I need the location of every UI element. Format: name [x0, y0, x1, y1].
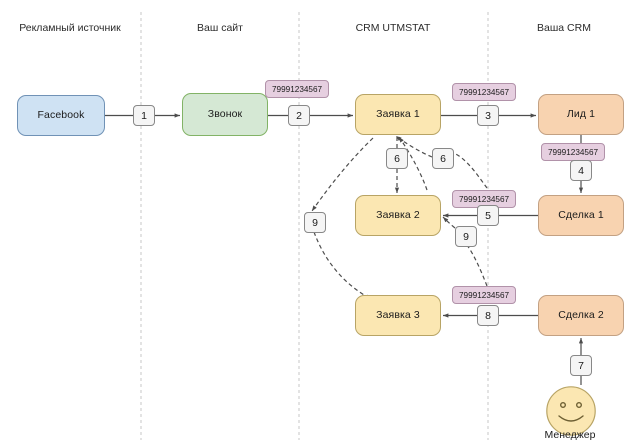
node-facebook[interactable]: Facebook: [17, 95, 105, 136]
node-zayavka-2[interactable]: Заявка 2: [355, 195, 441, 236]
node-zayavka-3[interactable]: Заявка 3: [355, 295, 441, 336]
step-badge-2: 2: [288, 105, 310, 126]
column-header-utmstat: CRM UTMSTAT: [355, 22, 431, 34]
step-badge-4: 4: [570, 160, 592, 181]
step-badge-9b: 9: [455, 226, 477, 247]
node-zvonok[interactable]: Звонок: [182, 93, 268, 136]
step-badge-6b: 6: [432, 148, 454, 169]
phone-badge-utmstat: 79991234567: [452, 83, 517, 101]
connector-sdelka1-step6b: [453, 152, 488, 189]
step-badge-8: 8: [477, 305, 499, 326]
step-badge-1: 1: [133, 105, 155, 126]
manager-smiley-icon: [546, 386, 596, 436]
node-lid-1[interactable]: Лид 1: [538, 94, 624, 135]
connector-step9a-zayavka3: [313, 231, 372, 300]
phone-badge-sdelka-2: 79991234567: [452, 286, 517, 304]
phone-badge-site: 79991234567: [265, 80, 330, 98]
column-header-source: Рекламный источник: [19, 22, 121, 34]
step-badge-6a: 6: [386, 148, 408, 169]
column-header-crm: Ваша CRM: [537, 22, 591, 34]
node-zayavka-1[interactable]: Заявка 1: [355, 94, 441, 135]
manager-label: Менеджер: [544, 429, 596, 441]
node-sdelka-1[interactable]: Сделка 1: [538, 195, 624, 236]
column-header-site: Ваш сайт: [197, 22, 243, 34]
step-badge-9a: 9: [304, 212, 326, 233]
node-sdelka-2[interactable]: Сделка 2: [538, 295, 624, 336]
step-badge-3: 3: [477, 105, 499, 126]
step-badge-7: 7: [570, 355, 592, 376]
connector-step9b-zayavka2: [442, 216, 456, 229]
step-badge-5: 5: [477, 205, 499, 226]
connector-zayavka1-step9a: [311, 137, 374, 212]
connector-sdelka2-step9b: [462, 239, 488, 287]
connector-step6b-zayavka1: [395, 135, 433, 158]
phone-badge-lid: 79991234567: [541, 143, 606, 161]
